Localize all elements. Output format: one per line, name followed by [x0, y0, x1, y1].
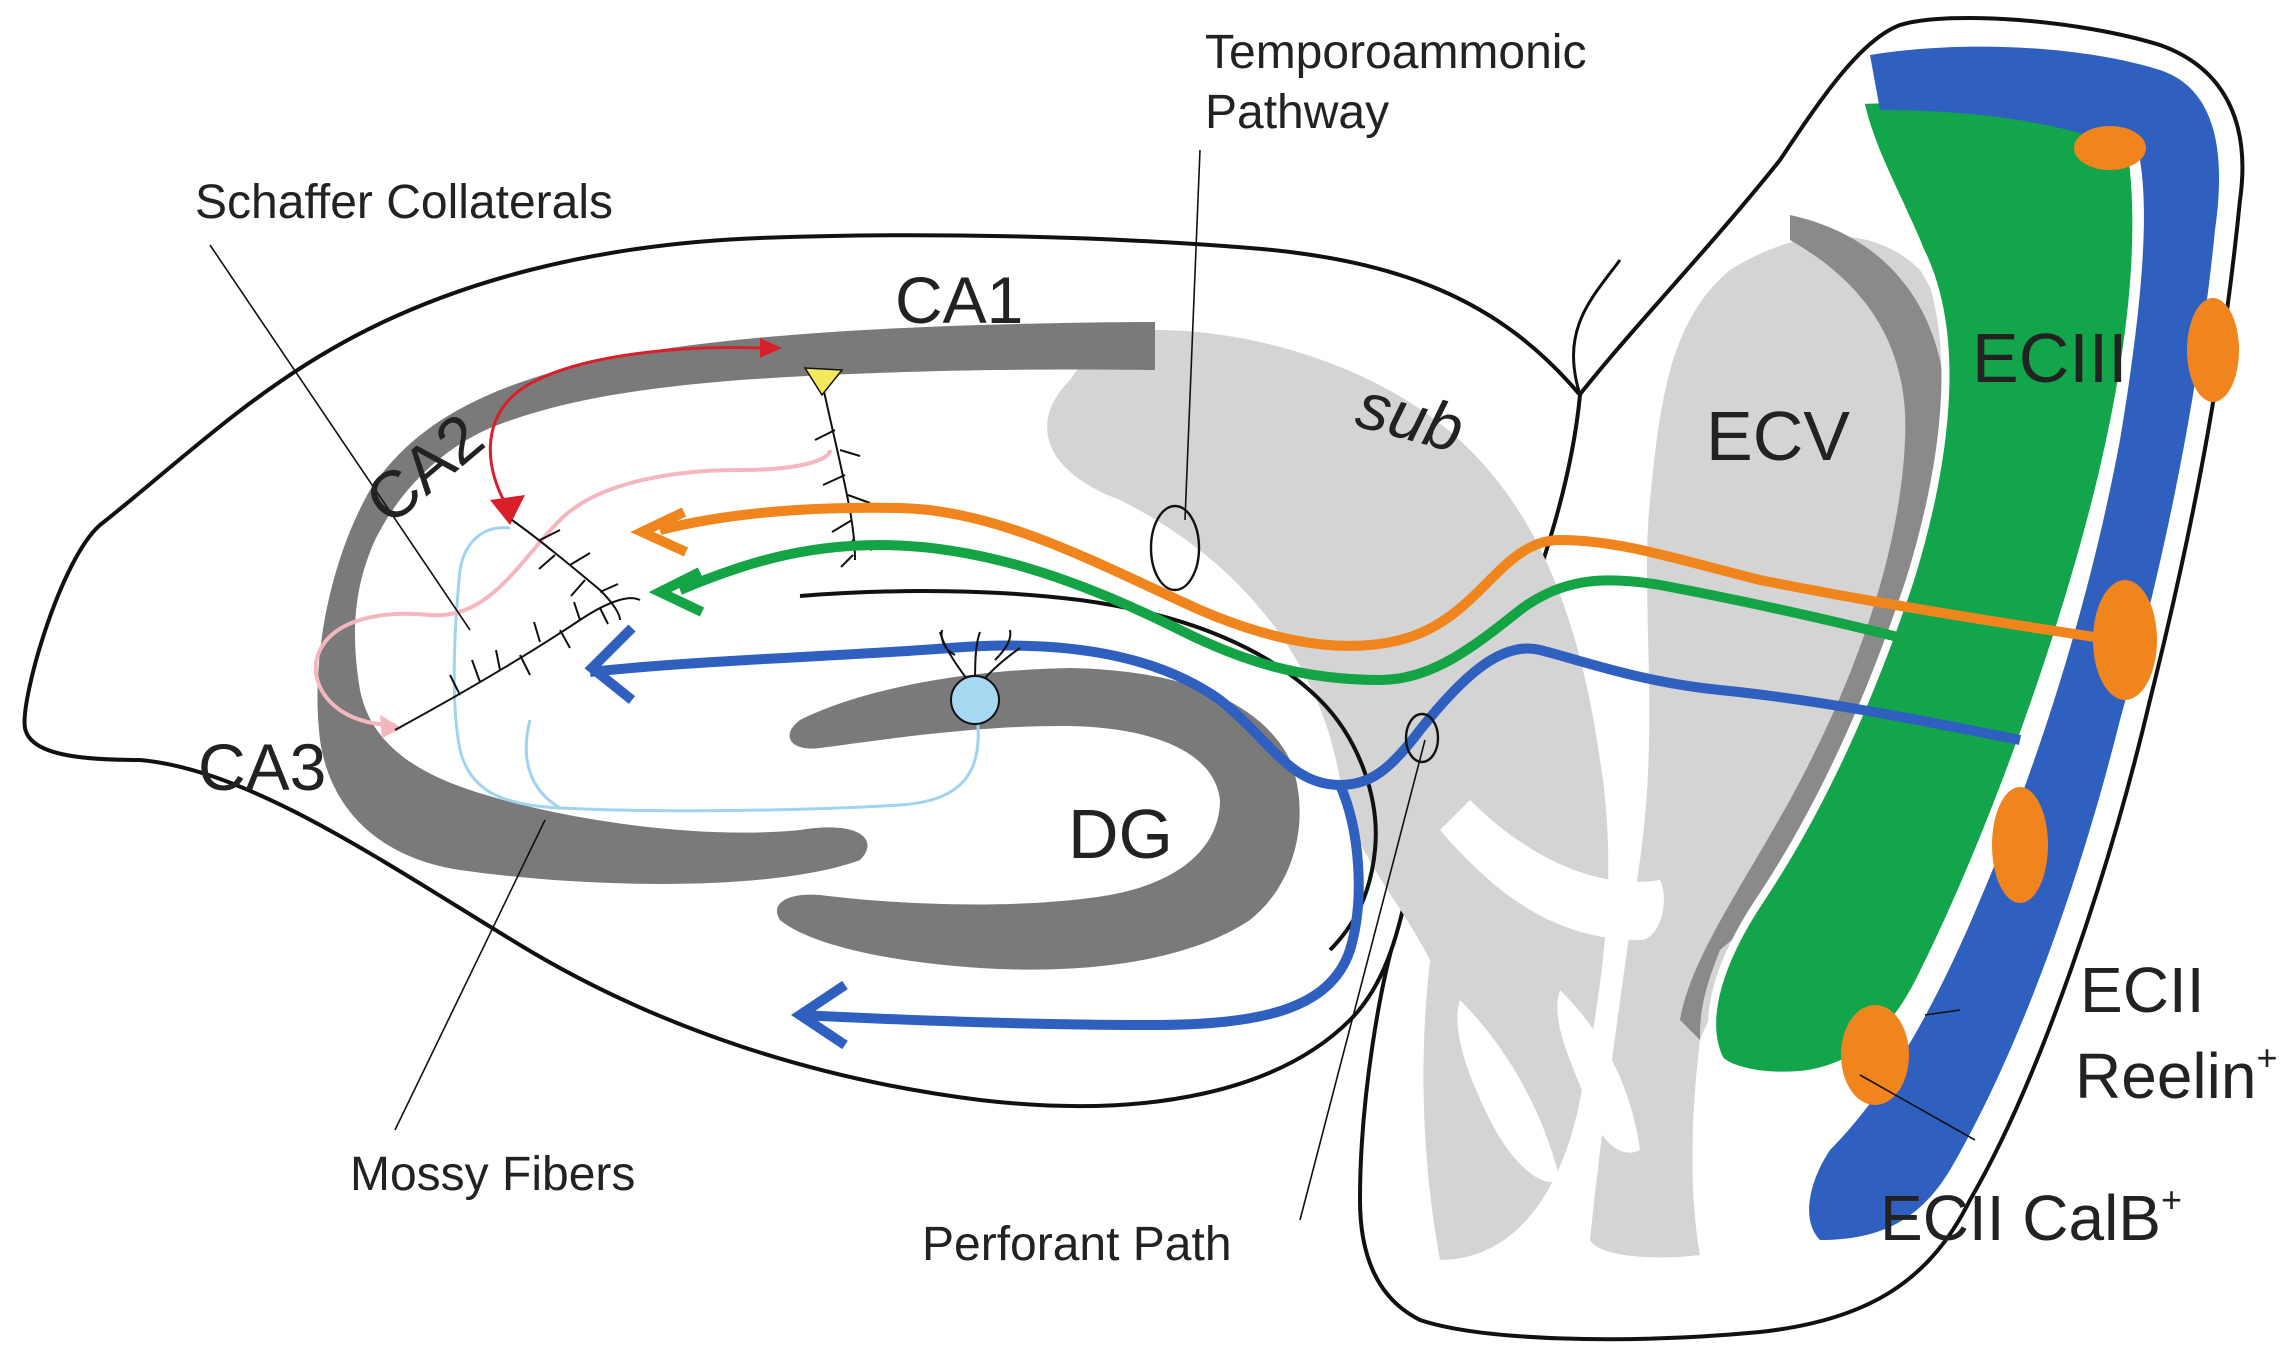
perforant-path-dg-branch: [799, 782, 1364, 1031]
temporoammonic-label-line1: Temporoammonic: [1205, 26, 1586, 79]
schaffer-collateral-path: [313, 449, 832, 727]
temporoammonic-green-arrowhead: [648, 567, 705, 617]
ecii-calb-cell-2: [2187, 298, 2239, 402]
schaffer-collaterals-label: Schaffer Collaterals: [195, 176, 613, 229]
dg-label: DG: [1068, 795, 1173, 873]
mossy-fiber-branch: [524, 719, 561, 810]
ecv-region: [1590, 236, 1952, 1258]
mossy-fiber-path: [452, 526, 980, 813]
dentate-gyrus-layer: [776, 668, 1300, 970]
ca3-neuron-dendrites: [394, 597, 641, 731]
schaffer-arrowhead: [380, 715, 402, 738]
ecii-calb-cell-5: [1841, 1005, 1909, 1105]
perforant-path: [589, 640, 2021, 791]
eciii-label: ECIII: [1972, 319, 2128, 397]
temporoammonic-orange-path: [658, 502, 2116, 651]
ecii-reelin-label-line1: ECII: [2080, 954, 2204, 1026]
label-leader-lines: [209, 149, 1976, 1221]
ca2-arrowhead: [760, 338, 782, 358]
ca2-neuron-dendrites: [511, 519, 621, 621]
ecii-calb-cell-1: [2074, 126, 2146, 170]
ecii-calb-label: ECII CalB+: [1880, 1179, 2182, 1254]
perforant-path-arrowhead: [584, 624, 636, 704]
fissure-line: [1572, 259, 1622, 396]
ca1-neuron: [803, 367, 844, 397]
temporoammonic-ring: [1149, 504, 1201, 592]
temporoammonic-label-line2: Pathway: [1205, 86, 1389, 139]
ecv-label: ECV: [1706, 397, 1850, 475]
ca2-neuron: [490, 495, 525, 525]
perforant-path-label: Perforant Path: [922, 1218, 1232, 1271]
ecii-reelin-label-line2: Reelin+: [2075, 1037, 2277, 1112]
ca2-projection-path: [488, 346, 761, 509]
temporoammonic-green-path: [678, 539, 1912, 686]
ca-pyramidal-layer: [317, 322, 1155, 884]
ca1-label: CA1: [895, 263, 1023, 337]
ca1-neuron-dendrites: [814, 381, 873, 568]
ca3-label: CA3: [198, 730, 326, 804]
white-matter-cut-1: [1440, 800, 1664, 940]
perforant-path-dg-arrowhead: [790, 980, 848, 1050]
white-matter-cut-3: [1457, 1000, 1560, 1182]
granule-cell: [950, 675, 1000, 725]
perforant-path-ring: [1404, 712, 1440, 764]
mossy-fibers-label: Mossy Fibers: [350, 1148, 635, 1201]
white-matter-cut-2: [1557, 990, 1640, 1153]
temporoammonic-orange-arrowhead: [630, 507, 689, 557]
ecii-calb-cell-4: [1992, 787, 2048, 903]
ecii-calb-cell-3: [2093, 580, 2157, 700]
eciii-layer: [1708, 95, 2141, 1080]
